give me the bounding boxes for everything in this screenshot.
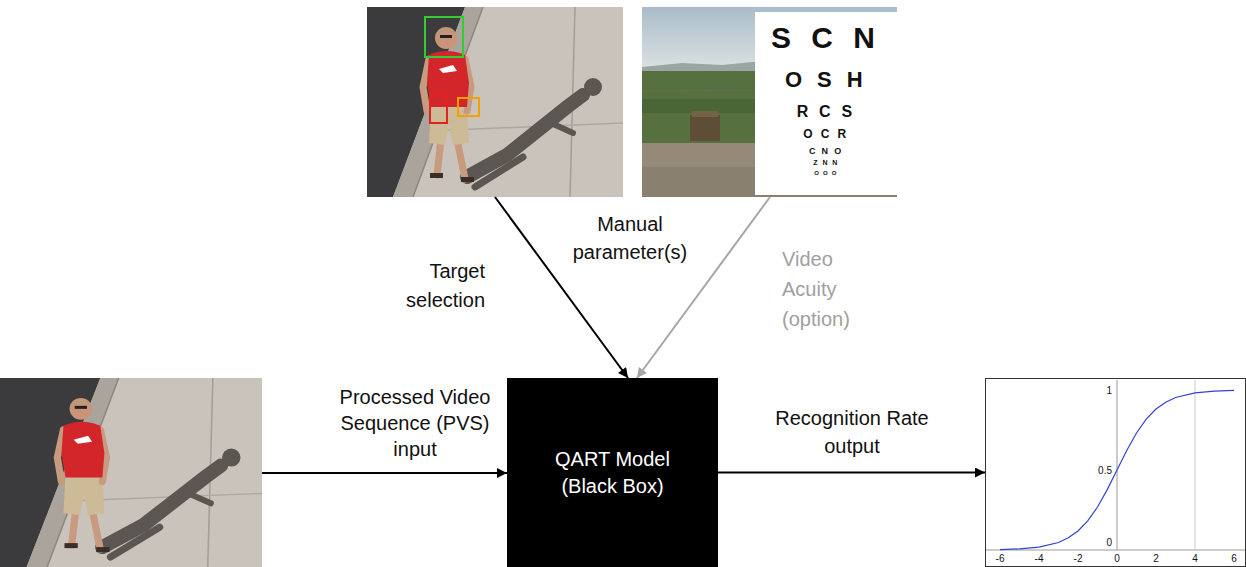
input-photo	[0, 378, 262, 567]
chart-row: R C S	[797, 102, 856, 121]
recognition-plot	[985, 378, 1246, 567]
target-photo-scene	[367, 7, 623, 197]
black-box: QART Model (Black Box)	[507, 378, 718, 567]
axis-tick: 6	[1230, 553, 1238, 565]
input-label: Target selection	[385, 257, 485, 315]
input-label: Manual parameter(s)	[555, 210, 705, 266]
axis-tick: 1	[1105, 385, 1113, 397]
chart-row: O O O	[814, 170, 837, 177]
axis-tick: -6	[995, 553, 1006, 565]
axis-tick: 0	[1105, 537, 1113, 549]
threshold-line	[1195, 380, 1196, 550]
hand-box	[430, 93, 447, 123]
chart-row: C N O	[809, 146, 843, 157]
chart-row: Z N N	[813, 159, 838, 167]
edge-label: Recognition Rate output	[764, 404, 940, 460]
chart-row: O S H	[785, 67, 867, 93]
axis-tick: -4	[1034, 553, 1045, 565]
target-photo	[367, 7, 623, 197]
box-object	[690, 115, 720, 141]
box-title: QART Model (Black Box)	[548, 446, 678, 500]
chart-row: O C R	[803, 127, 848, 141]
axis-tick: 0.5	[1097, 465, 1113, 477]
y-axis	[1117, 380, 1118, 550]
input-arrow	[262, 472, 507, 474]
chart-row: S C N	[771, 20, 881, 56]
flow-arrow	[718, 472, 985, 474]
axis-tick: 0	[1113, 553, 1121, 565]
axis-tick: 2	[1152, 553, 1160, 565]
eye-chart-card	[755, 12, 897, 195]
face-box	[425, 17, 463, 57]
axis-tick: 4	[1191, 553, 1199, 565]
acuity-photo	[642, 7, 897, 197]
eye-chart-photo: S C N O S H R C S O C R C N O Z N N O O O	[642, 7, 897, 197]
edge-label: Video Acuity (option)	[782, 244, 864, 334]
box-object	[692, 111, 718, 117]
object-box	[458, 98, 479, 116]
sigmoid-curve	[1000, 390, 1234, 549]
plot-frame: 1 0.5 0 -6 -4 -2 0 2 4 6	[985, 378, 1246, 567]
x-axis	[985, 550, 1246, 551]
input-photo-scene	[0, 378, 262, 567]
plot-ground	[985, 378, 1246, 567]
axis-tick: -2	[1073, 553, 1084, 565]
input-label: Processed Video Sequence (PVS) input	[335, 384, 495, 462]
